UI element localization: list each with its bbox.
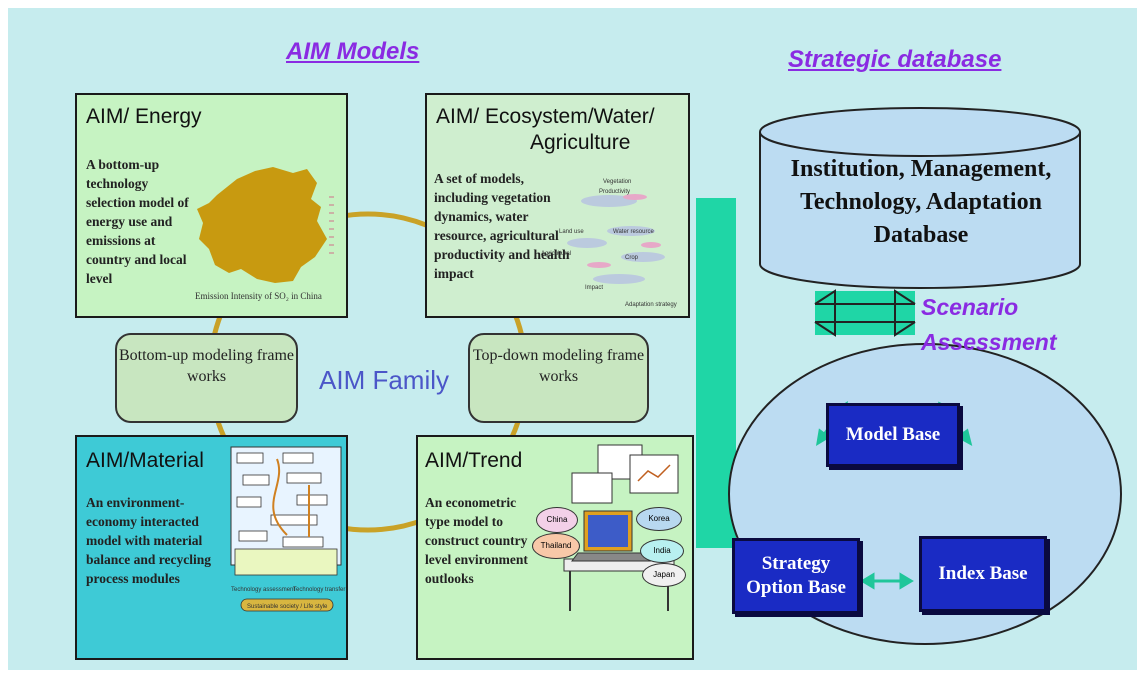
aim-material-title: AIM/Material <box>86 449 204 472</box>
material-label-1: Technology assessment <box>231 587 295 593</box>
ecosystem-diagram-image: Vegetation Productivity Land use Water r… <box>541 179 677 308</box>
aim-ecosystem-title-line1: AIM/ Ecosystem/Water/ <box>436 105 655 128</box>
material-label-3: Sustainable society / Life style <box>247 604 328 610</box>
eco-label-7: Impact <box>585 285 603 291</box>
aim-material-box: AIM/Material An environment-economy inte… <box>75 435 348 660</box>
trend-illustration <box>563 444 679 611</box>
china-map-image <box>197 167 334 283</box>
aim-energy-box: AIM/ Energy A bottom-up technology selec… <box>75 93 348 318</box>
aim-ecosystem-description: A set of models, including vegetation dy… <box>434 171 570 281</box>
strategic-database-header: Strategic database <box>788 46 1002 73</box>
aim-trend-description: An econometric type model to construct c… <box>425 495 528 586</box>
scenario-label: Scenario <box>921 294 1019 320</box>
eco-label-8: Adaptation strategy <box>625 302 677 308</box>
eco-label-4: Water resource <box>613 229 654 235</box>
aim-trend-title: AIM/Trend <box>425 449 523 472</box>
aim-ecosystem-box: AIM/ Ecosystem/Water/ Agriculture A set … <box>425 93 690 318</box>
database-label: Institution, Management, Technology, Ada… <box>790 156 1052 248</box>
bubble-japan: Japan <box>642 563 686 587</box>
strategy-option-base-box: Strategy Option Base <box>732 538 860 614</box>
eco-label-1: Vegetation <box>603 179 631 185</box>
bubble-china: China <box>536 507 578 533</box>
scenario-symbol <box>814 289 916 337</box>
index-base-box: Index Base <box>919 536 1047 612</box>
china-map-caption: Emission Intensity of SO₂ in China <box>195 291 322 301</box>
bubble-korea: Korea <box>636 507 682 531</box>
aim-energy-title: AIM/ Energy <box>86 105 202 128</box>
diagram-canvas: AIM Models Strategic database AIM/ Energ… <box>8 8 1137 670</box>
eco-label-6: Agricultural <box>541 251 571 257</box>
top-down-frameworks-box: Top-down modeling frame works <box>468 333 649 423</box>
aim-models-header: AIM Models <box>286 38 420 65</box>
database-cylinder <box>759 107 1081 289</box>
bottom-up-frameworks-box: Bottom-up modeling frame works <box>115 333 298 423</box>
aim-ecosystem-title-line2: Agriculture <box>530 131 631 154</box>
eco-label-2: Productivity <box>599 189 630 195</box>
model-base-box: Model Base <box>826 403 960 467</box>
eco-label-5: Crop <box>625 255 639 261</box>
eco-label-3: Land use <box>559 229 584 235</box>
bubble-thailand: Thailand <box>532 533 580 559</box>
aim-trend-box: AIM/Trend An econometric type model to c… <box>416 435 694 660</box>
aim-material-description: An environment-economy interacted model … <box>86 495 212 586</box>
assessment-label: Assessment <box>921 329 1057 355</box>
material-label-2: Technology transfer <box>293 587 345 593</box>
bubble-india: India <box>640 539 684 563</box>
aim-energy-description: A bottom-up technology selection model o… <box>86 157 189 286</box>
material-flow-image: Technology assessment Technology transfe… <box>230 446 345 612</box>
aim-family-label: AIM Family <box>319 365 449 395</box>
